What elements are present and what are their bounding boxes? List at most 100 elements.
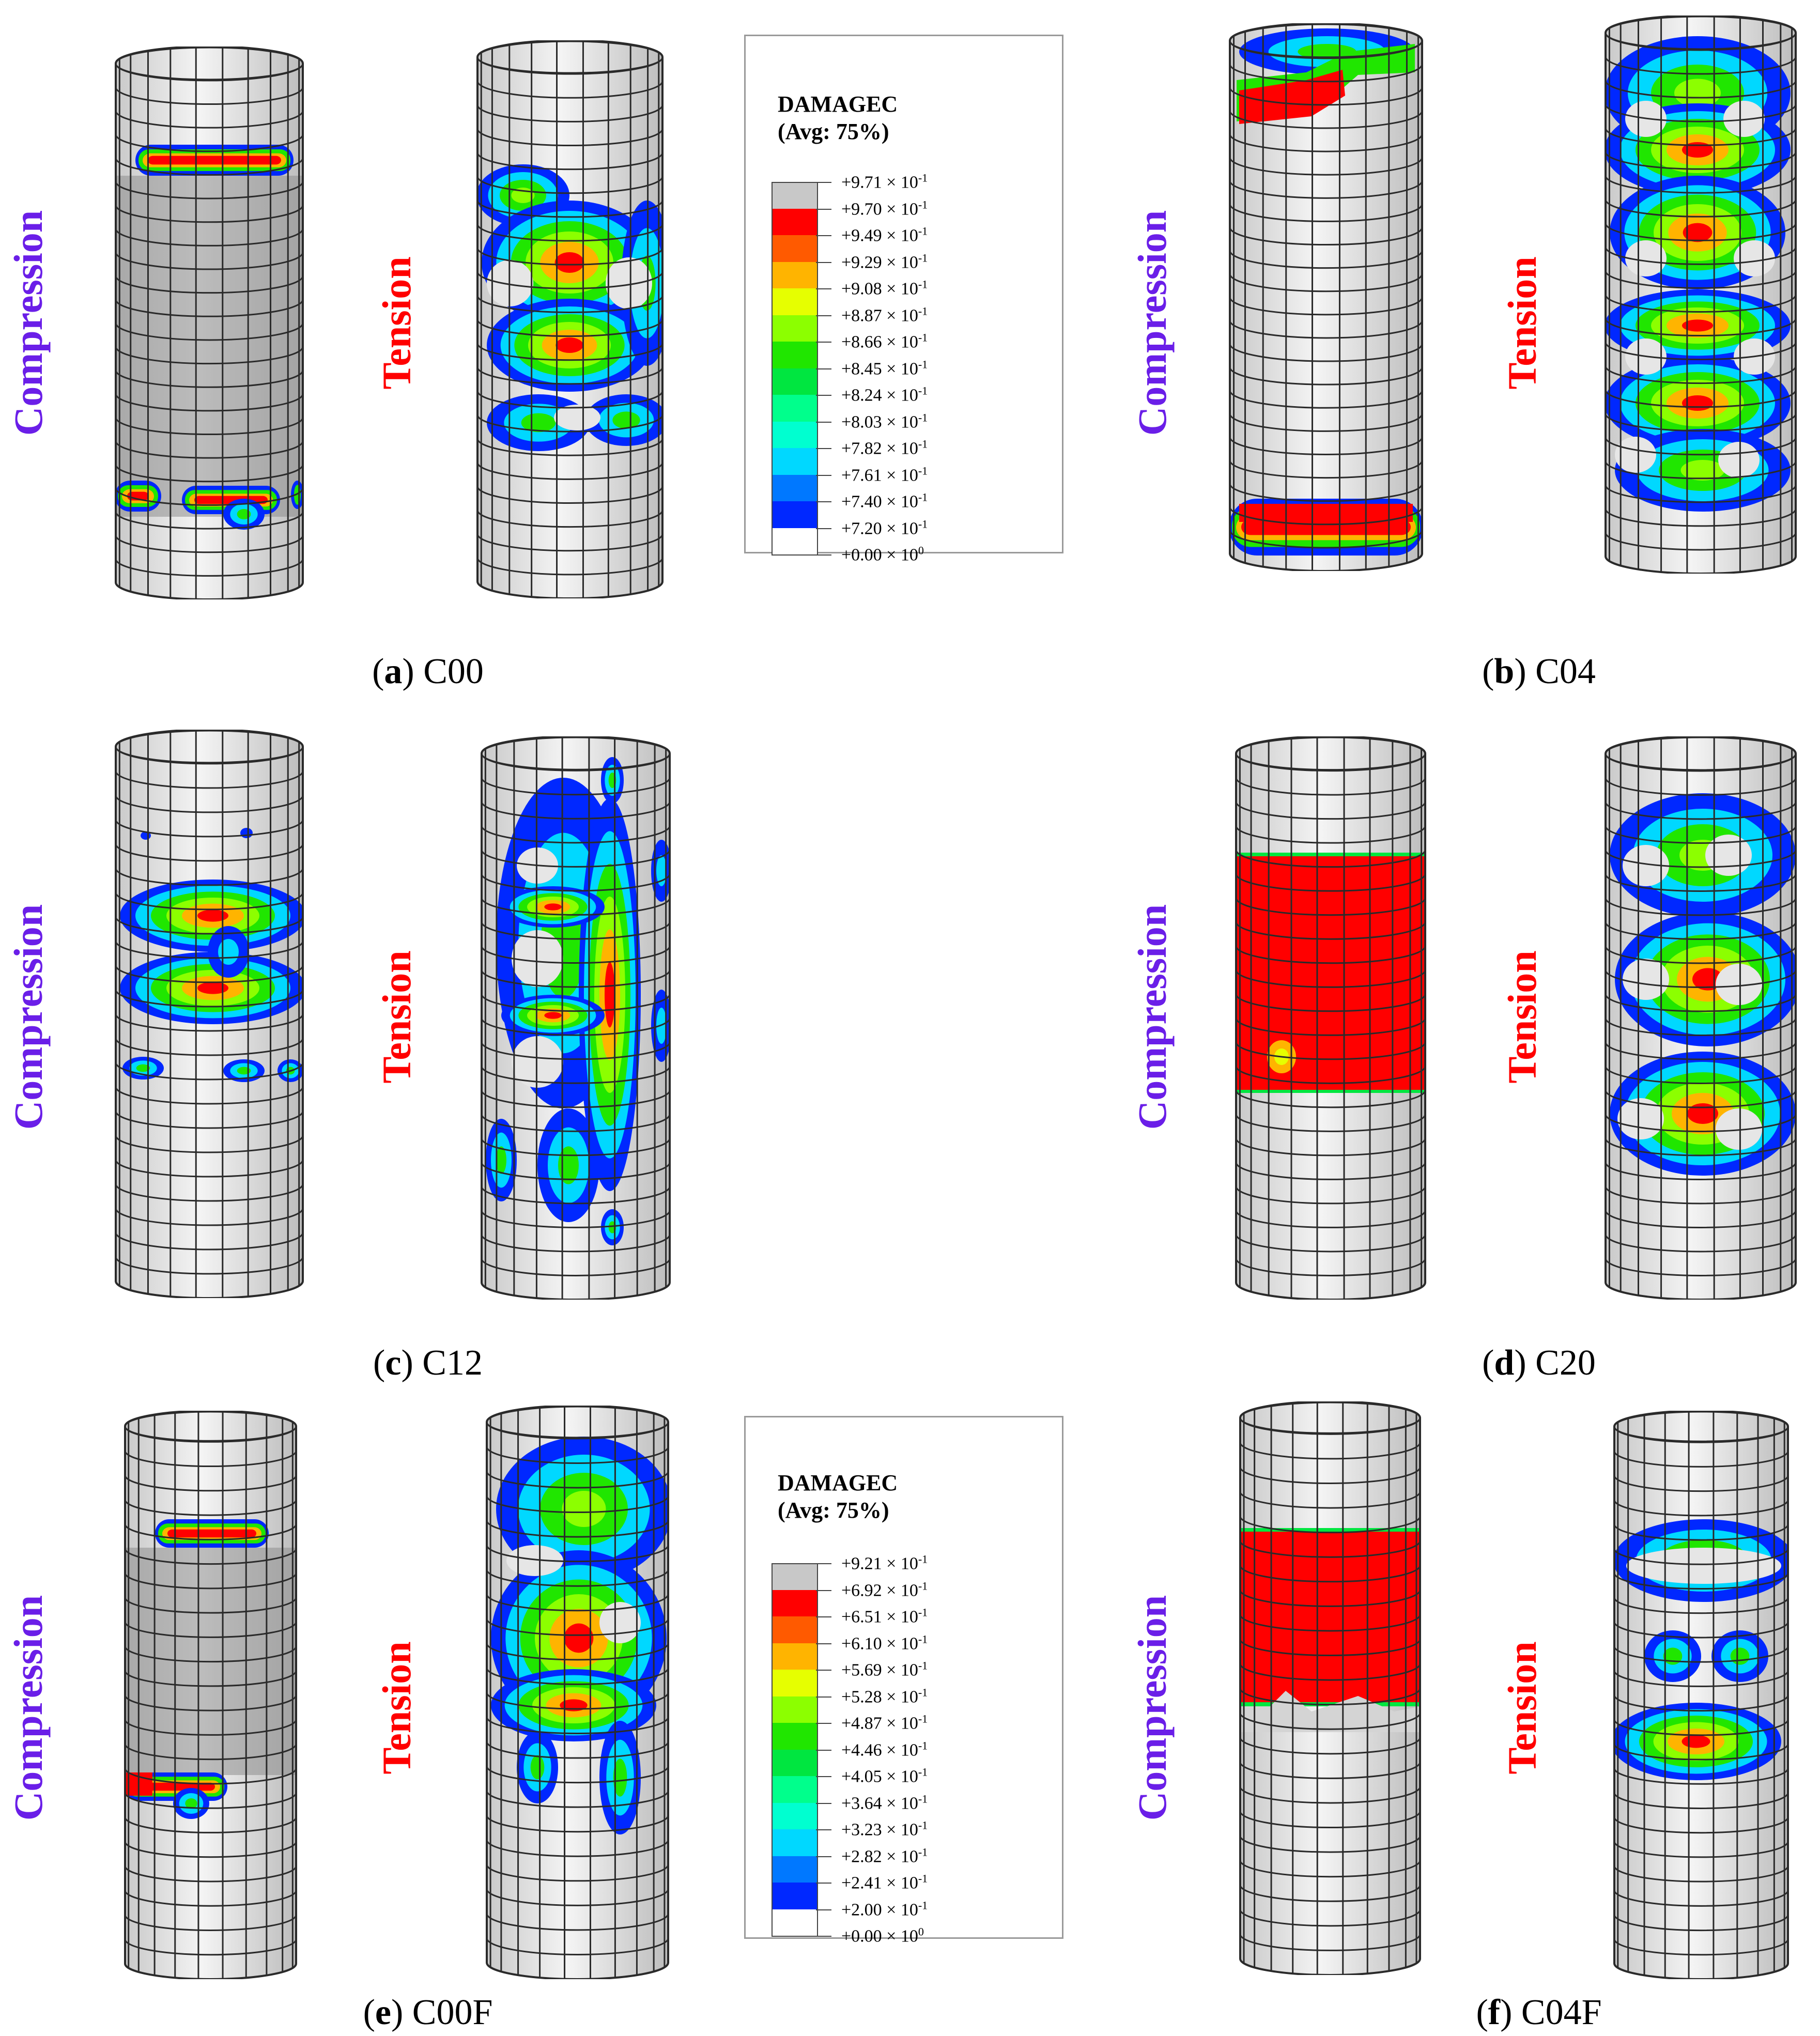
legend-tick [816, 474, 831, 476]
legend-label: +8.24 × 10-1 [841, 384, 928, 405]
legend-swatch [772, 315, 818, 342]
legend-swatch [772, 1590, 818, 1616]
legend-label: +3.64 × 10-1 [841, 1792, 928, 1813]
legend-swatch [772, 1883, 818, 1909]
legend-label: +5.28 × 10-1 [841, 1685, 928, 1707]
legend-label: +9.70 × 10-1 [841, 197, 928, 219]
compression-label: Compression [6, 1595, 51, 1821]
legend-label: +8.66 × 10-1 [841, 331, 928, 352]
legend-label: +9.29 × 10-1 [841, 251, 928, 272]
legend-label: +4.46 × 10-1 [841, 1738, 928, 1760]
legend-tick [816, 1909, 831, 1910]
compression-cylinder [1239, 1401, 1421, 1975]
legend-swatch [772, 235, 818, 262]
legend-tick [816, 342, 831, 343]
panel-caption: (d) C20 [1482, 1343, 1596, 1383]
legend-tick [816, 528, 831, 529]
legend-swatch [772, 448, 818, 475]
legend-tick [816, 1643, 831, 1644]
legend-tick [816, 1776, 831, 1777]
legend-tick [816, 235, 831, 236]
legend-swatch [772, 1696, 818, 1723]
legend-label: +8.03 × 10-1 [841, 410, 928, 432]
legend-swatch [772, 261, 818, 288]
legend-swatch [772, 342, 818, 368]
legend-tick [816, 1749, 831, 1751]
legend-subtitle: (Avg: 75%) [778, 1498, 889, 1523]
tension-cylinder [1605, 736, 1797, 1300]
legend-title: DAMAGEC [778, 91, 898, 117]
legend-label: +6.10 × 10-1 [841, 1632, 928, 1654]
tension-label: Tension [1500, 256, 1545, 390]
legend-tick [816, 368, 831, 369]
legend-label: +4.87 × 10-1 [841, 1712, 928, 1733]
legend-swatch [772, 368, 818, 395]
legend-tick [816, 1829, 831, 1830]
legend-tick [816, 448, 831, 449]
compression-label: Compression [6, 210, 51, 436]
legend-tick [816, 1696, 831, 1698]
legend-label: +4.05 × 10-1 [841, 1765, 928, 1786]
panel-caption: (a) C00 [372, 652, 484, 691]
compression-cylinder [1229, 23, 1423, 571]
compression-cylinder [1235, 736, 1426, 1300]
legend-tick [816, 1563, 831, 1564]
legend-tick [816, 554, 831, 556]
legend-swatch [772, 1670, 818, 1696]
legend-swatch [772, 421, 818, 448]
legend-label: +9.21 × 10-1 [841, 1552, 928, 1574]
legend-label: +0.00 × 100 [841, 1925, 924, 1946]
panel-caption: (b) C04 [1482, 652, 1596, 691]
legend-label: +7.82 × 10-1 [841, 437, 928, 458]
compression-label: Compression [1130, 904, 1175, 1130]
color-legend: DAMAGEC (Avg: 75%) +9.21 × 10-1+6.92 × 1… [744, 1416, 1063, 1946]
legend-swatch [772, 474, 818, 501]
legend-label: +7.61 × 10-1 [841, 464, 928, 485]
legend-swatch [772, 1856, 818, 1883]
tension-cylinder [486, 1406, 669, 1979]
legend-tick [816, 1590, 831, 1591]
compression-cylinder [124, 1411, 297, 1979]
legend-swatch [772, 1563, 818, 1591]
panel-caption: (c) C12 [373, 1343, 483, 1383]
legend-tick [816, 1856, 831, 1857]
legend-swatch [772, 1749, 818, 1776]
color-legend: DAMAGEC (Avg: 75%) +9.71 × 10-1+9.70 × 1… [744, 35, 1063, 565]
legend-label: +2.41 × 10-1 [841, 1872, 928, 1893]
legend-swatch [772, 528, 818, 556]
tension-cylinder [481, 736, 671, 1300]
tension-cylinder [1613, 1411, 1789, 1979]
compression-cylinder [115, 730, 304, 1298]
legend-tick [816, 261, 831, 263]
legend-tick [816, 182, 831, 183]
legend-swatch [772, 1776, 818, 1803]
legend-swatch [772, 1616, 818, 1643]
legend-swatch [772, 208, 818, 235]
legend-label: +9.71 × 10-1 [841, 171, 928, 192]
panel-caption: (e) C00F [363, 1993, 493, 2032]
legend-label: +2.82 × 10-1 [841, 1845, 928, 1867]
legend-swatch [772, 1723, 818, 1750]
legend-tick [816, 1883, 831, 1884]
legend-tick [816, 1670, 831, 1671]
legend-swatch [772, 1802, 818, 1829]
tension-label: Tension [1500, 1641, 1545, 1775]
tension-label: Tension [374, 1641, 419, 1775]
legend-tick [816, 315, 831, 316]
legend-label: +8.87 × 10-1 [841, 304, 928, 326]
legend-tick [816, 1802, 831, 1804]
compression-label: Compression [1130, 1595, 1175, 1821]
legend-label: +7.40 × 10-1 [841, 490, 928, 512]
tension-label: Tension [1500, 950, 1545, 1084]
tension-cylinder [476, 40, 664, 598]
legend-tick [816, 501, 831, 502]
legend-label: +5.69 × 10-1 [841, 1659, 928, 1680]
compression-cylinder [115, 47, 304, 599]
legend-label: +8.45 × 10-1 [841, 357, 928, 379]
legend-tick [816, 1723, 831, 1724]
tension-cylinder [1605, 16, 1797, 574]
legend-swatch [772, 395, 818, 422]
legend-swatch [772, 288, 818, 315]
legend-tick [816, 395, 831, 396]
legend-swatch [772, 1829, 818, 1856]
